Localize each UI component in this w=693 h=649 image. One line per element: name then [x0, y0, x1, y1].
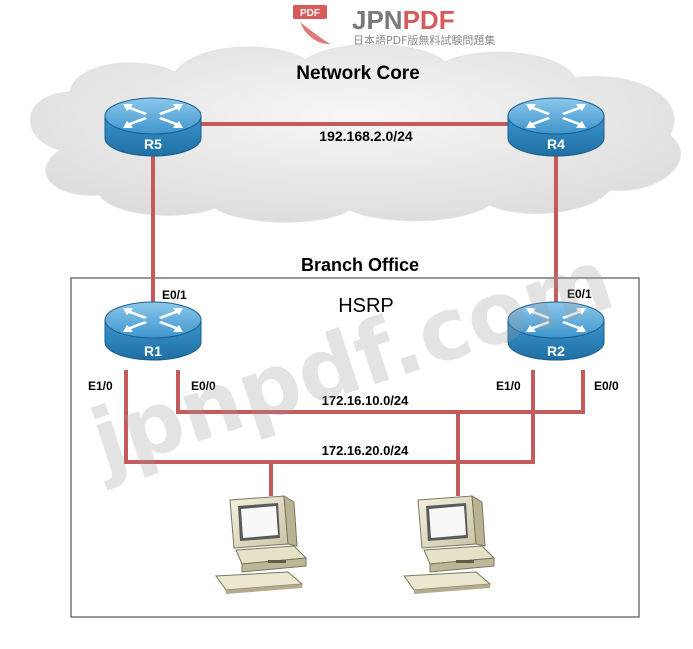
r2-e00-label: E0/0	[594, 379, 619, 393]
lan1-segment	[176, 370, 585, 414]
pc-1[interactable]	[215, 495, 307, 595]
cloud-title: Network Core	[296, 63, 420, 84]
router-r4-label: R4	[547, 136, 565, 152]
cloud-shape	[30, 43, 681, 223]
brand-second: PDF	[403, 5, 455, 35]
lan2-subnet-label: 172.16.20.0/24	[322, 443, 410, 458]
pdf-badge-label: PDF	[300, 8, 320, 19]
lan1-subnet-label: 172.16.10.0/24	[322, 393, 410, 408]
pc-2[interactable]	[403, 495, 495, 595]
pdf-swirl-icon	[300, 22, 330, 44]
branch-office-box	[70, 277, 640, 618]
router-r4[interactable]: R4	[507, 97, 605, 157]
network-core-cloud: Network Core	[30, 43, 681, 223]
branch-title: Branch Office	[301, 255, 419, 275]
router-r1[interactable]: R1	[104, 301, 202, 361]
router-r5-label: R5	[144, 136, 162, 152]
router-r2[interactable]: R2	[507, 301, 605, 361]
brand-tagline: 日本語PDF版無料試験問題集	[353, 33, 495, 47]
hsrp-label: HSRP	[338, 295, 394, 317]
logo: PDF JPNPDF 日本語PDF版無料試験問題集	[293, 5, 495, 47]
r2-e01-label: E0/1	[567, 287, 592, 301]
brand-first: JPN	[352, 5, 403, 35]
links	[124, 122, 585, 496]
router-r1-label: R1	[144, 343, 162, 359]
lan2-segment	[124, 370, 535, 464]
core-subnet-label: 192.168.2.0/24	[319, 128, 413, 144]
r2-e10-label: E1/0	[496, 379, 521, 393]
r1-e00-label: E0/0	[191, 379, 216, 393]
svg-text:JPNPDF: JPNPDF	[352, 5, 455, 35]
router-r5[interactable]: R5	[104, 97, 202, 157]
r1-e10-label: E1/0	[88, 379, 113, 393]
pdf-badge	[293, 5, 327, 19]
router-r2-label: R2	[547, 343, 565, 359]
r1-e01-label: E0/1	[162, 288, 187, 302]
